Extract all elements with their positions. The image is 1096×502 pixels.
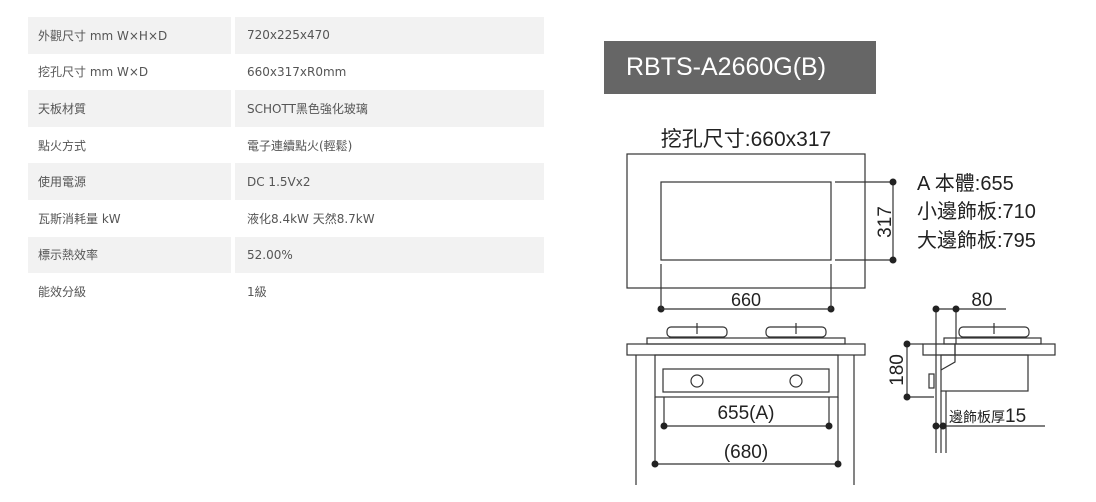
spec-value: 電子連續點火(輕鬆)	[247, 138, 353, 153]
spec-value: 液化8.4kW 天然8.7kW	[247, 211, 375, 226]
spec-value: 660x317xR0mm	[247, 64, 347, 79]
spec-label: 天板材質	[28, 90, 231, 127]
height-dimension: 180	[887, 354, 908, 386]
spec-label: 使用電源	[28, 163, 231, 200]
spec-label: 瓦斯消耗量 kW	[38, 211, 121, 226]
model-banner: RBTS-A2660G(B)	[604, 41, 876, 94]
front-view	[626, 323, 866, 485]
spec-row: 點火方式 電子連續點火(輕鬆)	[28, 127, 544, 164]
spec-value: 1級	[247, 284, 267, 299]
side-view	[903, 305, 1056, 453]
spec-value: 720x225x470	[235, 17, 544, 54]
note-small-trim: 小邊飾板:710	[917, 200, 1036, 223]
note-body: A 本體:655	[917, 172, 1014, 195]
width-dimension: 660	[731, 290, 761, 310]
outer-width-dimension: (680)	[724, 442, 768, 463]
cutout-title: 挖孔尺寸:660x317	[661, 128, 831, 151]
spec-label: 能效分級	[38, 284, 87, 299]
countertop-outline	[626, 153, 866, 289]
cutout-outline	[660, 181, 832, 261]
spec-label: 點火方式	[38, 138, 87, 153]
spec-label: 挖孔尺寸 mm W×D	[38, 65, 149, 80]
spec-row: 能效分級 1級	[28, 273, 544, 310]
spec-row: 挖孔尺寸 mm W×D 660x317xR0mm	[28, 54, 544, 91]
spec-value: DC 1.5Vx2	[235, 163, 544, 200]
spec-label: 標示熱效率	[28, 236, 231, 274]
spec-value: 52.00%	[235, 236, 544, 274]
spec-row: 瓦斯消耗量 kW 液化8.4kW 天然8.7kW	[28, 200, 544, 237]
spec-label: 外觀尺寸 mm W×H×D	[28, 17, 231, 54]
offset-dimension: 80	[971, 290, 992, 311]
depth-dimension: 317	[875, 206, 896, 238]
spec-value: SCHOTT黑色強化玻璃	[235, 90, 544, 127]
note-large-trim: 大邊飾板:795	[917, 229, 1036, 252]
body-width-dimension: 655(A)	[717, 403, 774, 424]
trim-thickness-label: 邊飾板厚15	[949, 406, 1026, 427]
